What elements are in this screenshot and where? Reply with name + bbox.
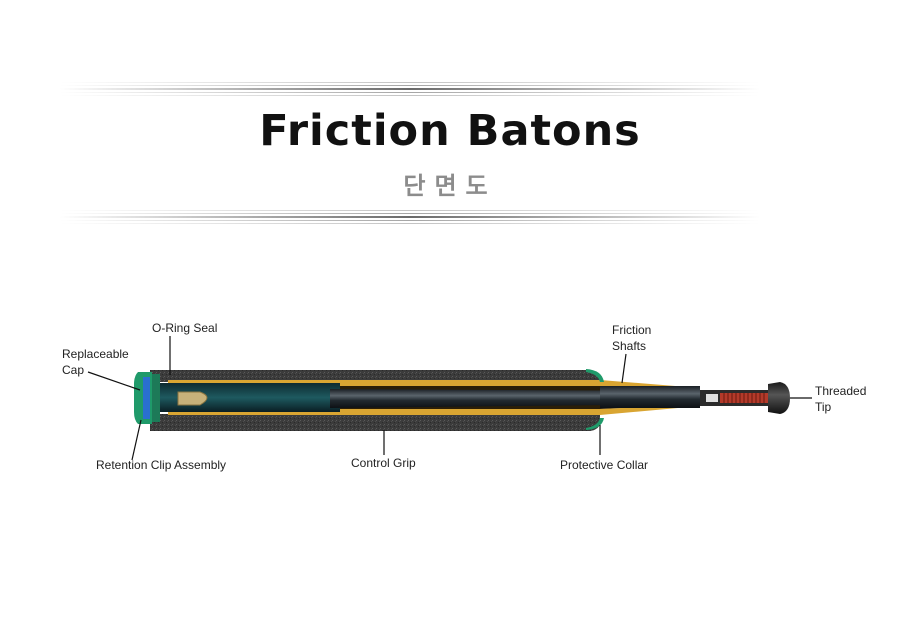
page-subtitle: 단면도 bbox=[403, 172, 497, 200]
bottom-divider bbox=[60, 210, 760, 224]
replaceable-cap-part bbox=[134, 372, 160, 424]
label-threaded-tip-line1: Threaded bbox=[815, 384, 867, 398]
retention-clip-part bbox=[177, 391, 208, 406]
label-control-grip: Control Grip bbox=[351, 456, 416, 470]
top-divider bbox=[60, 82, 760, 96]
label-o-ring-seal: O-Ring Seal bbox=[152, 321, 218, 335]
leader-lines bbox=[87, 336, 812, 461]
label-replaceable-cap-line2: Cap bbox=[62, 363, 85, 377]
control-grip-part bbox=[150, 370, 600, 431]
shaft-extension bbox=[600, 386, 700, 408]
label-threaded-tip-line2: Tip bbox=[815, 400, 832, 414]
tip-spring bbox=[706, 394, 718, 402]
protective-collar-top bbox=[586, 369, 604, 382]
page-title: Friction Batons bbox=[259, 106, 641, 156]
label-friction-shafts-line2: Shafts bbox=[612, 339, 647, 353]
threaded-tip-head bbox=[768, 382, 790, 414]
protective-collar-bottom bbox=[586, 418, 604, 430]
label-replaceable-cap-line1: Replaceable bbox=[62, 347, 129, 361]
label-friction-shafts-line1: Friction bbox=[612, 323, 652, 337]
label-protective-collar: Protective Collar bbox=[560, 458, 649, 472]
label-retention-clip-assembly: Retention Clip Assembly bbox=[96, 458, 227, 472]
